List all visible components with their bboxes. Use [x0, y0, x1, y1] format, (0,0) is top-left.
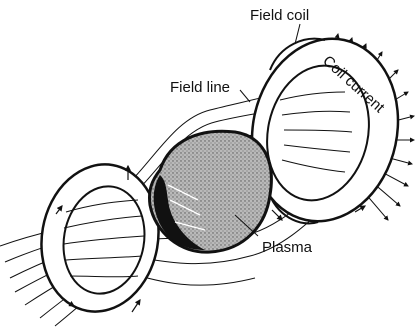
field-line-label: Field line — [170, 79, 230, 96]
plasma-body — [149, 131, 271, 252]
left-field-coil — [30, 155, 170, 321]
field-coil-label: Field coil — [250, 7, 309, 24]
plasma-label: Plasma — [262, 239, 313, 256]
